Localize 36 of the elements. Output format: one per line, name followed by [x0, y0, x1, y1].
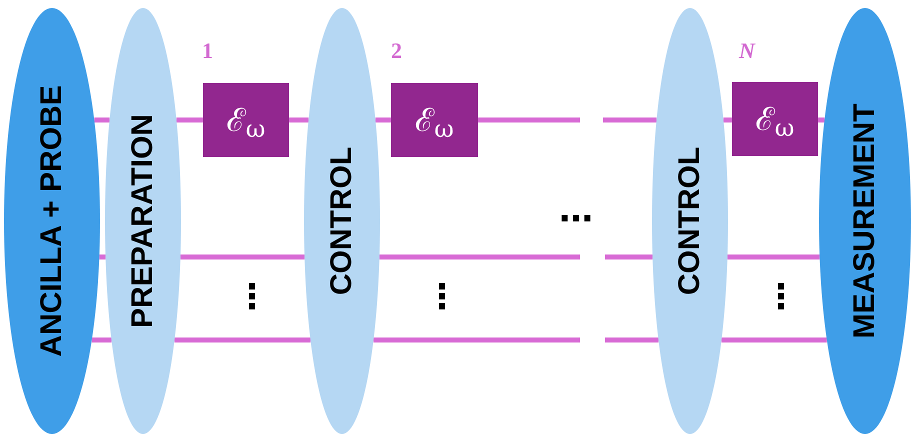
ellipsis-dots: ⋮ — [764, 280, 798, 314]
wire-line — [174, 338, 310, 342]
stage-label: ANCILLA + PROBE — [35, 85, 69, 357]
ellipsis-dots: ⋯ — [559, 202, 593, 236]
wire-line — [176, 118, 203, 122]
channel-symbol: ℰ$_{ω}$ — [415, 100, 454, 143]
step-number: N — [739, 38, 755, 64]
channel-symbol: ℰ$_{ω}$ — [226, 100, 266, 143]
wire-line — [727, 254, 820, 260]
wire-line — [723, 118, 732, 122]
stage-label: CONTROL — [325, 146, 359, 296]
wire-line — [99, 254, 106, 260]
wire-line — [603, 118, 657, 122]
wire-line — [379, 254, 580, 260]
wire-line — [92, 338, 112, 342]
channel-box — [203, 83, 289, 157]
wire-line — [605, 338, 658, 342]
step-number: 2 — [391, 38, 402, 64]
wire-line — [180, 254, 305, 260]
stage-label: MEASUREMENT — [848, 104, 882, 338]
wire-line — [94, 118, 110, 122]
channel-box — [732, 82, 818, 156]
wire-line — [722, 338, 827, 342]
channel-box — [391, 83, 478, 157]
step-number: 1 — [202, 38, 213, 64]
stage-label: PREPARATION — [126, 114, 160, 328]
channel-symbol: ℰ$_{ω}$ — [756, 99, 794, 142]
wire-line — [605, 254, 653, 260]
stage-label: CONTROL — [673, 146, 707, 296]
ellipsis-dots: ⋮ — [425, 280, 459, 314]
ellipsis-dots: ⋮ — [235, 280, 269, 314]
wire-line — [375, 118, 391, 122]
wire-line — [289, 118, 309, 122]
wire-line — [478, 118, 580, 122]
wire-line — [374, 338, 580, 342]
wire-line — [818, 118, 824, 122]
